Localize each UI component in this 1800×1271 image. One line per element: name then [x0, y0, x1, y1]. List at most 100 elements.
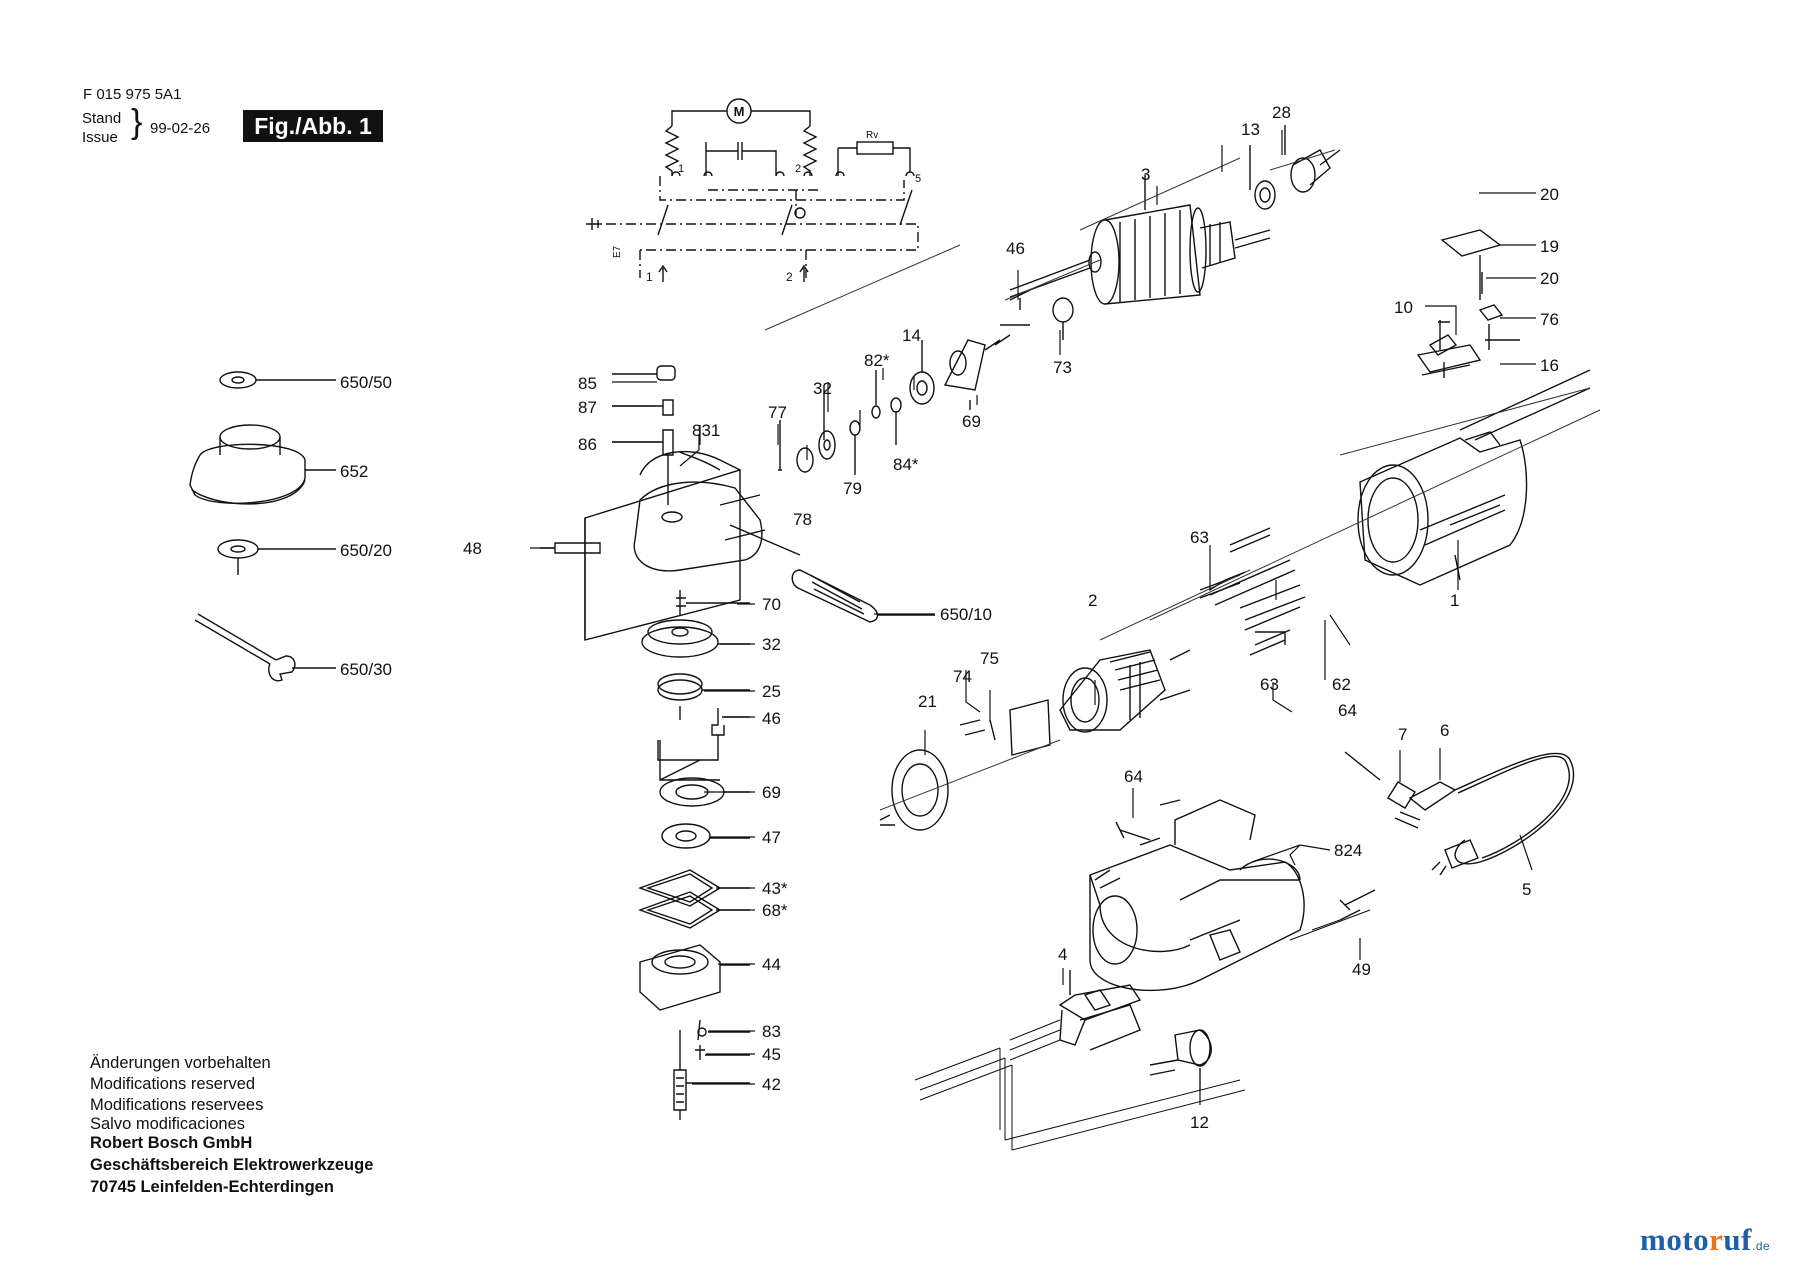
label-650-30: 650/30: [340, 660, 392, 679]
label-46-upper: 46: [1006, 239, 1025, 258]
label-5: 5: [1522, 880, 1531, 899]
label-21: 21: [918, 692, 937, 711]
label-650-10: 650/10: [940, 605, 992, 624]
label-70: 70: [762, 595, 781, 614]
label-28: 28: [1272, 103, 1291, 122]
label-32-upper: 32: [813, 379, 832, 398]
switch-and-button: [1058, 970, 1212, 1090]
stand-label: Stand: [82, 110, 122, 127]
note-line: Salvo modificaciones: [90, 1115, 245, 1133]
label-44: 44: [762, 955, 781, 974]
label-82: 82*: [864, 351, 890, 370]
baffle-and-gasket: [879, 699, 1051, 831]
note-line: Modifications reservees: [90, 1096, 264, 1114]
label-85: 85: [578, 374, 597, 393]
label-48: 48: [463, 539, 482, 558]
axis-lines: [764, 149, 1601, 811]
terminal-5: 5: [915, 173, 921, 185]
label-13: 13: [1241, 120, 1260, 139]
note-line: Änderungen vorbehalten: [90, 1054, 271, 1072]
label-75: 75: [980, 649, 999, 668]
brace-symbol: }: [131, 103, 143, 141]
label-20-mid: 20: [1540, 269, 1559, 288]
label-14: 14: [902, 326, 921, 345]
motor-label: M: [734, 104, 745, 119]
figure-label: Fig./Abb. 1: [243, 110, 383, 142]
supply-1: 1: [646, 270, 653, 284]
terminal-2: 2: [795, 163, 801, 175]
tube-guides: [914, 909, 1371, 1151]
label-76: 76: [1540, 310, 1559, 329]
field-coil-right: [802, 125, 818, 176]
wheel-guard: [189, 424, 336, 505]
rear-bearings: [1249, 125, 1341, 210]
resistor-label: Rv: [866, 130, 878, 141]
issue-label: Issue: [82, 129, 118, 146]
label-7: 7: [1398, 725, 1407, 744]
spindle-lock-parts: [540, 365, 676, 554]
spindle-stack: [637, 590, 750, 1120]
spanner-wrench: [194, 613, 336, 682]
label-25: 25: [762, 682, 781, 701]
label-62: 62: [1332, 675, 1351, 694]
wiring-schematic: M Rv 1 2 5 E7 1 2: [586, 98, 921, 284]
label-49: 49: [1352, 960, 1371, 979]
label-6: 6: [1440, 721, 1449, 740]
label-43: 43*: [762, 879, 788, 898]
label-3: 3: [1141, 165, 1150, 184]
side-screws: [1115, 821, 1376, 921]
capacitor-symbol: [705, 142, 777, 176]
notes-block: Änderungen vorbehalten Modifications res…: [90, 1053, 373, 1198]
label-78: 78: [793, 510, 812, 529]
power-cord: [1344, 751, 1575, 876]
label-86: 86: [578, 435, 597, 454]
label-20-top: 20: [1540, 185, 1559, 204]
bearing-stack-mid: [778, 289, 1074, 475]
label-83: 83: [762, 1022, 781, 1041]
label-79: 79: [843, 479, 862, 498]
part-labels: 650/50 652 650/20 650/30 85 87 86 831 48…: [340, 103, 1559, 1132]
label-69-lower: 69: [762, 783, 781, 802]
terminal-1: 1: [678, 163, 684, 175]
company-address: 70745 Leinfelden-Echterdingen: [90, 1178, 334, 1196]
company-division: Geschäftsbereich Elektrowerkzeuge: [90, 1156, 374, 1174]
label-831: 831: [692, 421, 720, 440]
ground-label: E7: [612, 245, 623, 258]
document-number: F 015 975 5A1: [83, 86, 182, 103]
label-42: 42: [762, 1075, 781, 1094]
issue-date: 99-02-26: [150, 120, 211, 137]
side-handle: [729, 524, 935, 623]
label-74: 74: [953, 667, 972, 686]
resistor-symbol: [856, 141, 894, 155]
label-10: 10: [1394, 298, 1413, 317]
label-84: 84*: [893, 455, 919, 474]
field-coil-assembly: [1059, 649, 1191, 733]
label-12: 12: [1190, 1113, 1209, 1132]
label-650-20: 650/20: [340, 541, 392, 560]
company-name: Robert Bosch GmbH: [90, 1134, 253, 1152]
label-650-50: 650/50: [340, 373, 392, 392]
label-87: 87: [578, 398, 597, 417]
label-2: 2: [1088, 591, 1097, 610]
label-64-left: 64: [1124, 767, 1143, 786]
label-46-lower: 46: [762, 709, 781, 728]
label-64-right: 64: [1338, 701, 1357, 720]
label-1: 1: [1450, 591, 1459, 610]
label-47: 47: [762, 828, 781, 847]
flange: [217, 539, 336, 575]
label-68: 68*: [762, 901, 788, 920]
leader-lines: [530, 130, 1536, 1105]
rotor-armature: [1009, 175, 1271, 305]
note-line: Modifications reserved: [90, 1075, 256, 1093]
label-19: 19: [1540, 237, 1559, 256]
guard-clamp-nut: [219, 371, 336, 389]
motor-housing: [1357, 369, 1591, 586]
brush-holder-assembly: [1416, 229, 1520, 378]
label-77: 77: [768, 403, 787, 422]
field-coil-left: [664, 125, 680, 176]
label-16: 16: [1540, 356, 1559, 375]
label-63-lower: 63: [1260, 675, 1279, 694]
gear-head-housing: [584, 450, 766, 641]
label-69-upper: 69: [962, 412, 981, 431]
label-63-upper: 63: [1190, 528, 1209, 547]
